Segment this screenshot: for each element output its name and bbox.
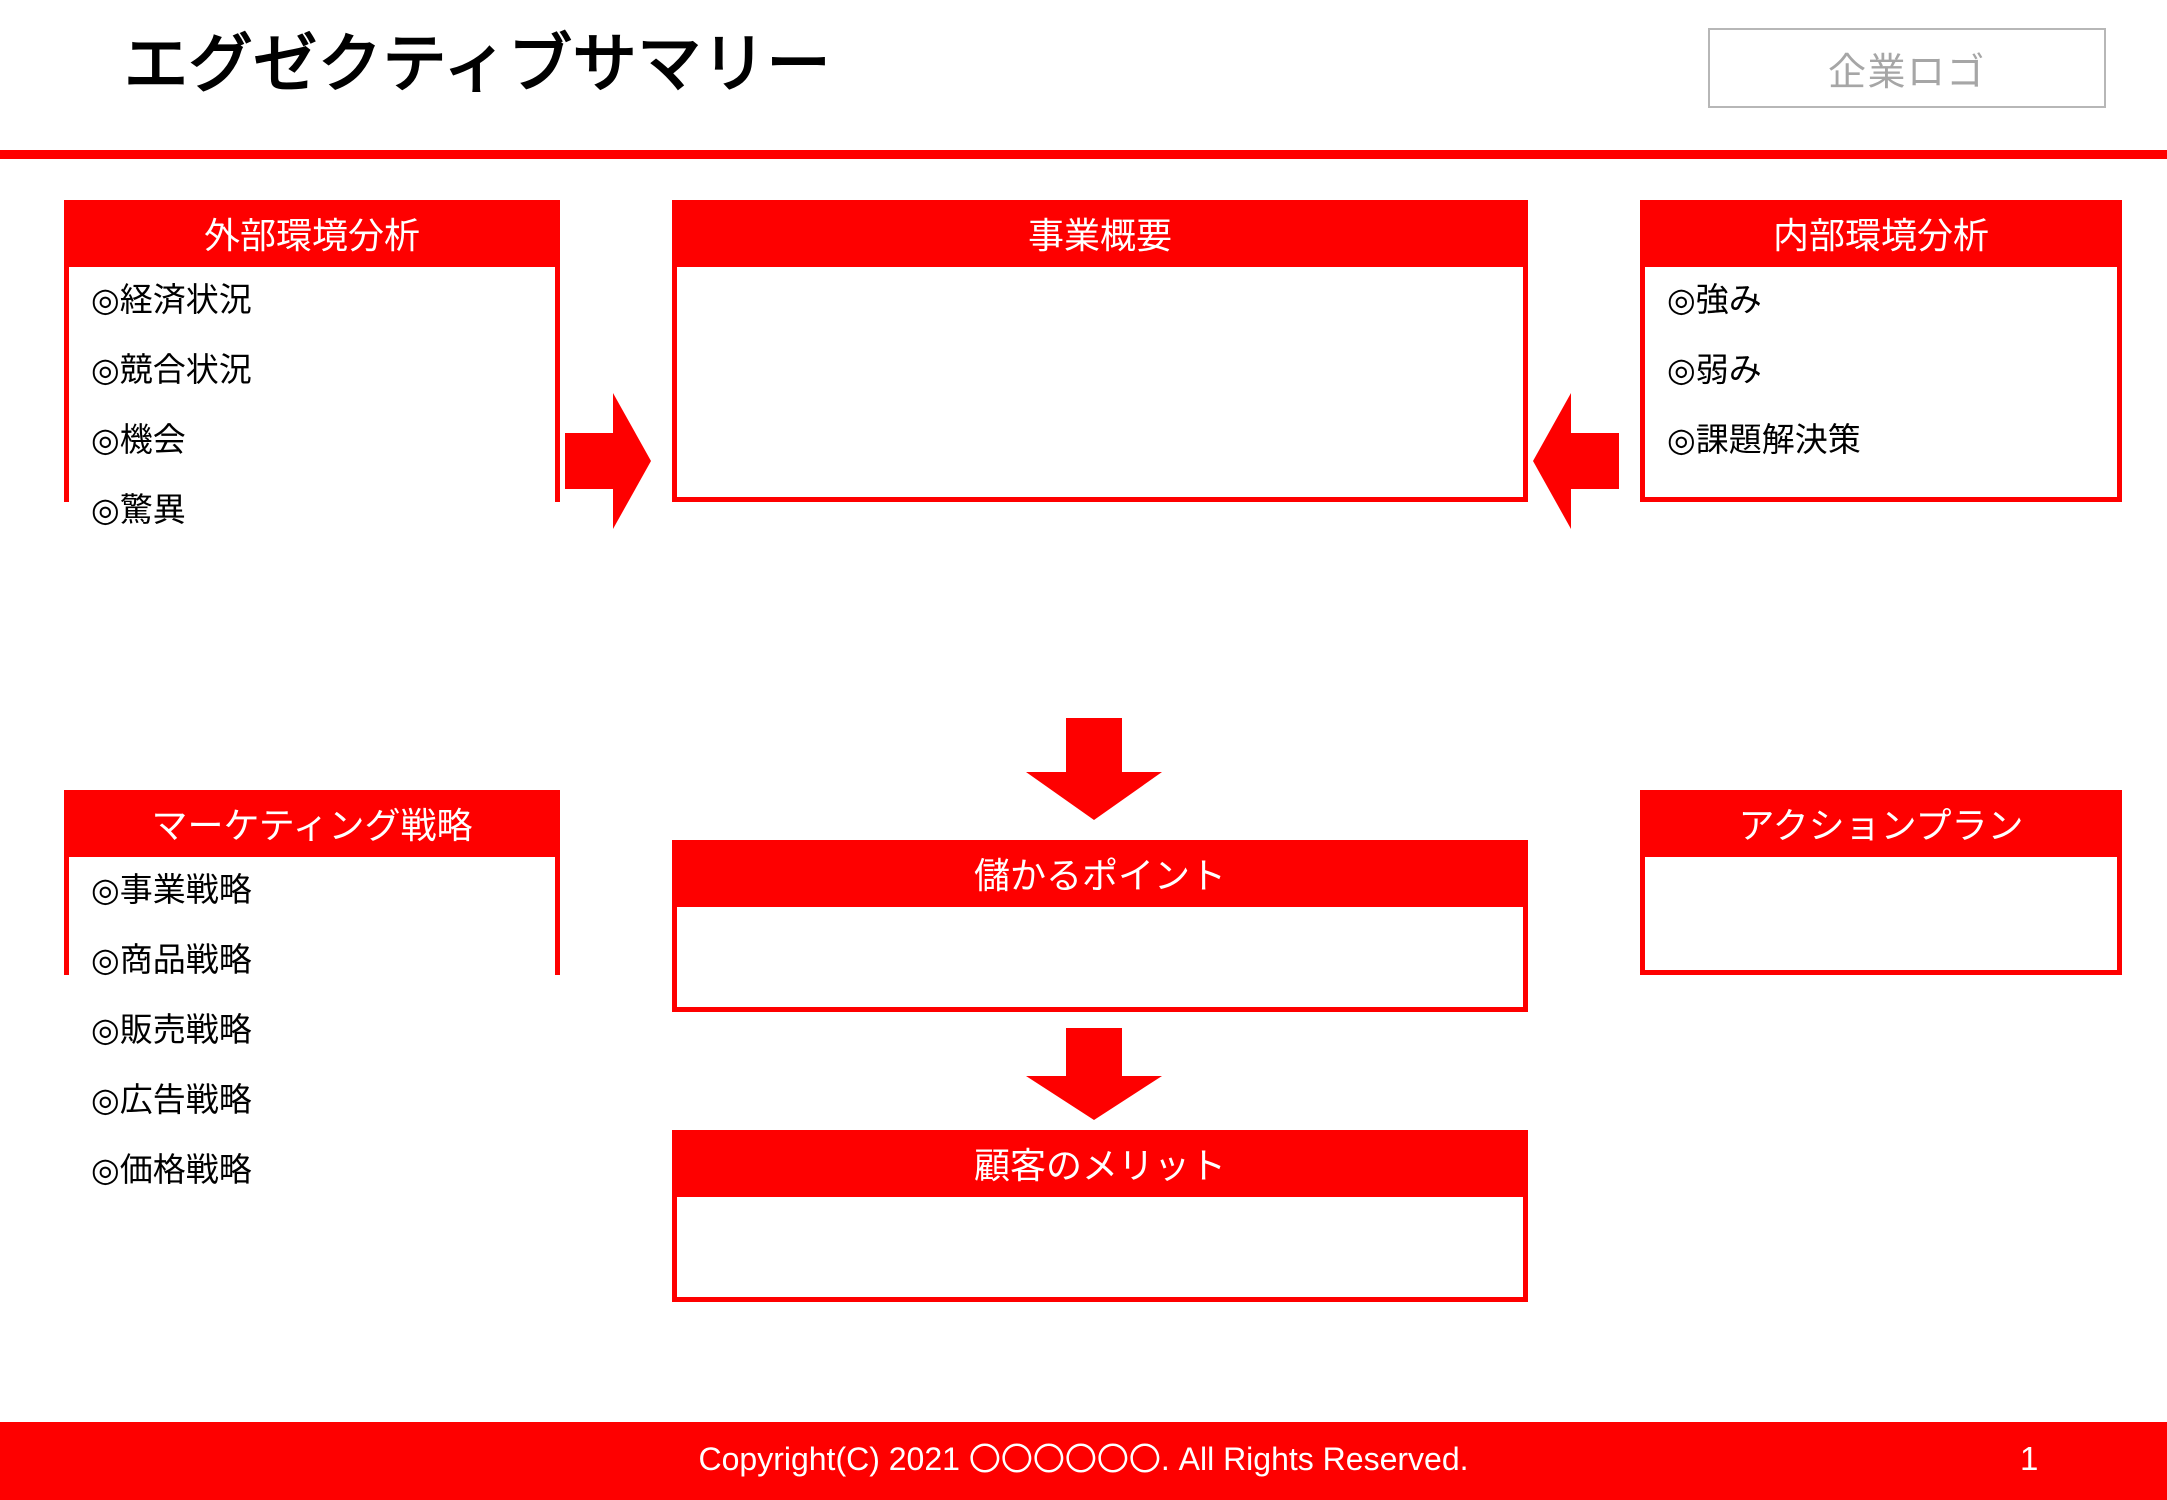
panel-profit-points-header: 儲かるポイント xyxy=(677,845,1523,907)
panel-business-overview-header: 事業概要 xyxy=(677,205,1523,267)
panel-external-analysis[interactable]: 外部環境分析 ◎経済状況 ◎競合状況 ◎機会 ◎驚異 xyxy=(64,200,560,526)
panel-business-overview[interactable]: 事業概要 xyxy=(672,200,1528,502)
list-item: ◎広告戦略 xyxy=(69,1083,555,1116)
panel-business-overview-body[interactable] xyxy=(677,267,1523,283)
list-item-label: 驚異 xyxy=(119,491,186,528)
panel-external-analysis-header: 外部環境分析 xyxy=(69,205,555,267)
panel-business-overview-title: 事業概要 xyxy=(1027,215,1172,256)
footer-page-number: 1 xyxy=(2020,1440,2039,1477)
company-logo-placeholder[interactable]: 企業ロゴ xyxy=(1708,28,2106,108)
bullet-icon: ◎ xyxy=(1667,281,1696,318)
list-item-label: 商品戦略 xyxy=(119,941,252,978)
list-item: ◎驚異 xyxy=(69,493,555,526)
panel-profit-points-body[interactable] xyxy=(677,907,1523,923)
bullet-icon: ◎ xyxy=(91,351,120,388)
arrow-down-icon xyxy=(1026,718,1162,820)
panel-profit-points-title: 儲かるポイント xyxy=(973,855,1226,896)
panel-marketing-strategy-header: マーケティング戦略 xyxy=(69,795,555,857)
list-item-label: 価格戦略 xyxy=(119,1151,252,1188)
bullet-icon: ◎ xyxy=(1667,351,1696,388)
list-item-label: 経済状況 xyxy=(119,281,252,318)
list-item: ◎競合状況 xyxy=(69,353,555,386)
panel-external-analysis-body: ◎経済状況 ◎競合状況 ◎機会 ◎驚異 xyxy=(69,267,555,526)
list-item-label: 強み xyxy=(1695,281,1762,318)
bullet-icon: ◎ xyxy=(91,1151,120,1188)
panel-internal-analysis[interactable]: 内部環境分析 ◎強み ◎弱み ◎課題解決策 xyxy=(1640,200,2122,502)
bullet-icon: ◎ xyxy=(91,1081,120,1118)
list-item-label: 広告戦略 xyxy=(119,1081,252,1118)
panel-marketing-strategy[interactable]: マーケティング戦略 ◎事業戦略 ◎商品戦略 ◎販売戦略 ◎広告戦略 ◎価格戦略 xyxy=(64,790,560,1186)
list-item: ◎課題解決策 xyxy=(1645,423,2117,456)
panel-customer-benefits[interactable]: 顧客のメリット xyxy=(672,1130,1528,1302)
bullet-icon: ◎ xyxy=(1667,421,1696,458)
list-item: ◎商品戦略 xyxy=(69,943,555,976)
list-item: ◎機会 xyxy=(69,423,555,456)
list-item: ◎事業戦略 xyxy=(69,873,555,906)
arrow-left-icon xyxy=(1533,393,1619,529)
list-item: ◎弱み xyxy=(1645,353,2117,386)
footer-bar xyxy=(0,1422,2167,1500)
list-item-label: 機会 xyxy=(119,421,186,458)
list-item: ◎強み xyxy=(1645,283,2117,316)
arrow-right-icon xyxy=(565,393,651,529)
bullet-icon: ◎ xyxy=(91,491,120,528)
panel-customer-benefits-header: 顧客のメリット xyxy=(677,1135,1523,1197)
list-item-label: 事業戦略 xyxy=(119,871,252,908)
external-analysis-list: ◎経済状況 ◎競合状況 ◎機会 ◎驚異 xyxy=(69,283,555,526)
company-logo-label: 企業ロゴ xyxy=(1827,51,1987,94)
bullet-icon: ◎ xyxy=(91,1011,120,1048)
panel-marketing-strategy-body: ◎事業戦略 ◎商品戦略 ◎販売戦略 ◎広告戦略 ◎価格戦略 xyxy=(69,857,555,1186)
panel-external-analysis-title: 外部環境分析 xyxy=(203,215,420,256)
page-title: エグゼクティブサマリー xyxy=(124,28,832,100)
list-item-label: 競合状況 xyxy=(119,351,252,388)
arrow-down-icon xyxy=(1026,1028,1162,1120)
list-item-label: 弱み xyxy=(1695,351,1762,388)
bullet-icon: ◎ xyxy=(91,421,120,458)
footer-copyright: Copyright(C) 2021 〇〇〇〇〇〇. All Rights Res… xyxy=(698,1441,1469,1477)
panel-internal-analysis-body: ◎強み ◎弱み ◎課題解決策 xyxy=(1645,267,2117,456)
panel-internal-analysis-header: 内部環境分析 xyxy=(1645,205,2117,267)
panel-action-plan-body[interactable] xyxy=(1645,857,2117,873)
internal-analysis-list: ◎強み ◎弱み ◎課題解決策 xyxy=(1645,283,2117,456)
header-divider-rule xyxy=(0,150,2167,159)
bullet-icon: ◎ xyxy=(91,941,120,978)
panel-action-plan-title: アクションプラン xyxy=(1738,805,2024,846)
list-item: ◎経済状況 xyxy=(69,283,555,316)
marketing-strategy-list: ◎事業戦略 ◎商品戦略 ◎販売戦略 ◎広告戦略 ◎価格戦略 xyxy=(69,873,555,1186)
list-item: ◎販売戦略 xyxy=(69,1013,555,1046)
list-item-label: 販売戦略 xyxy=(119,1011,252,1048)
panel-action-plan[interactable]: アクションプラン xyxy=(1640,790,2122,975)
list-item: ◎価格戦略 xyxy=(69,1153,555,1186)
panel-customer-benefits-body[interactable] xyxy=(677,1197,1523,1213)
panel-marketing-strategy-title: マーケティング戦略 xyxy=(151,805,473,846)
panel-action-plan-header: アクションプラン xyxy=(1645,795,2117,857)
list-item-label: 課題解決策 xyxy=(1695,421,1861,458)
panel-customer-benefits-title: 顧客のメリット xyxy=(973,1145,1226,1186)
bullet-icon: ◎ xyxy=(91,281,120,318)
bullet-icon: ◎ xyxy=(91,871,120,908)
panel-internal-analysis-title: 内部環境分析 xyxy=(1772,215,1989,256)
panel-profit-points[interactable]: 儲かるポイント xyxy=(672,840,1528,1012)
